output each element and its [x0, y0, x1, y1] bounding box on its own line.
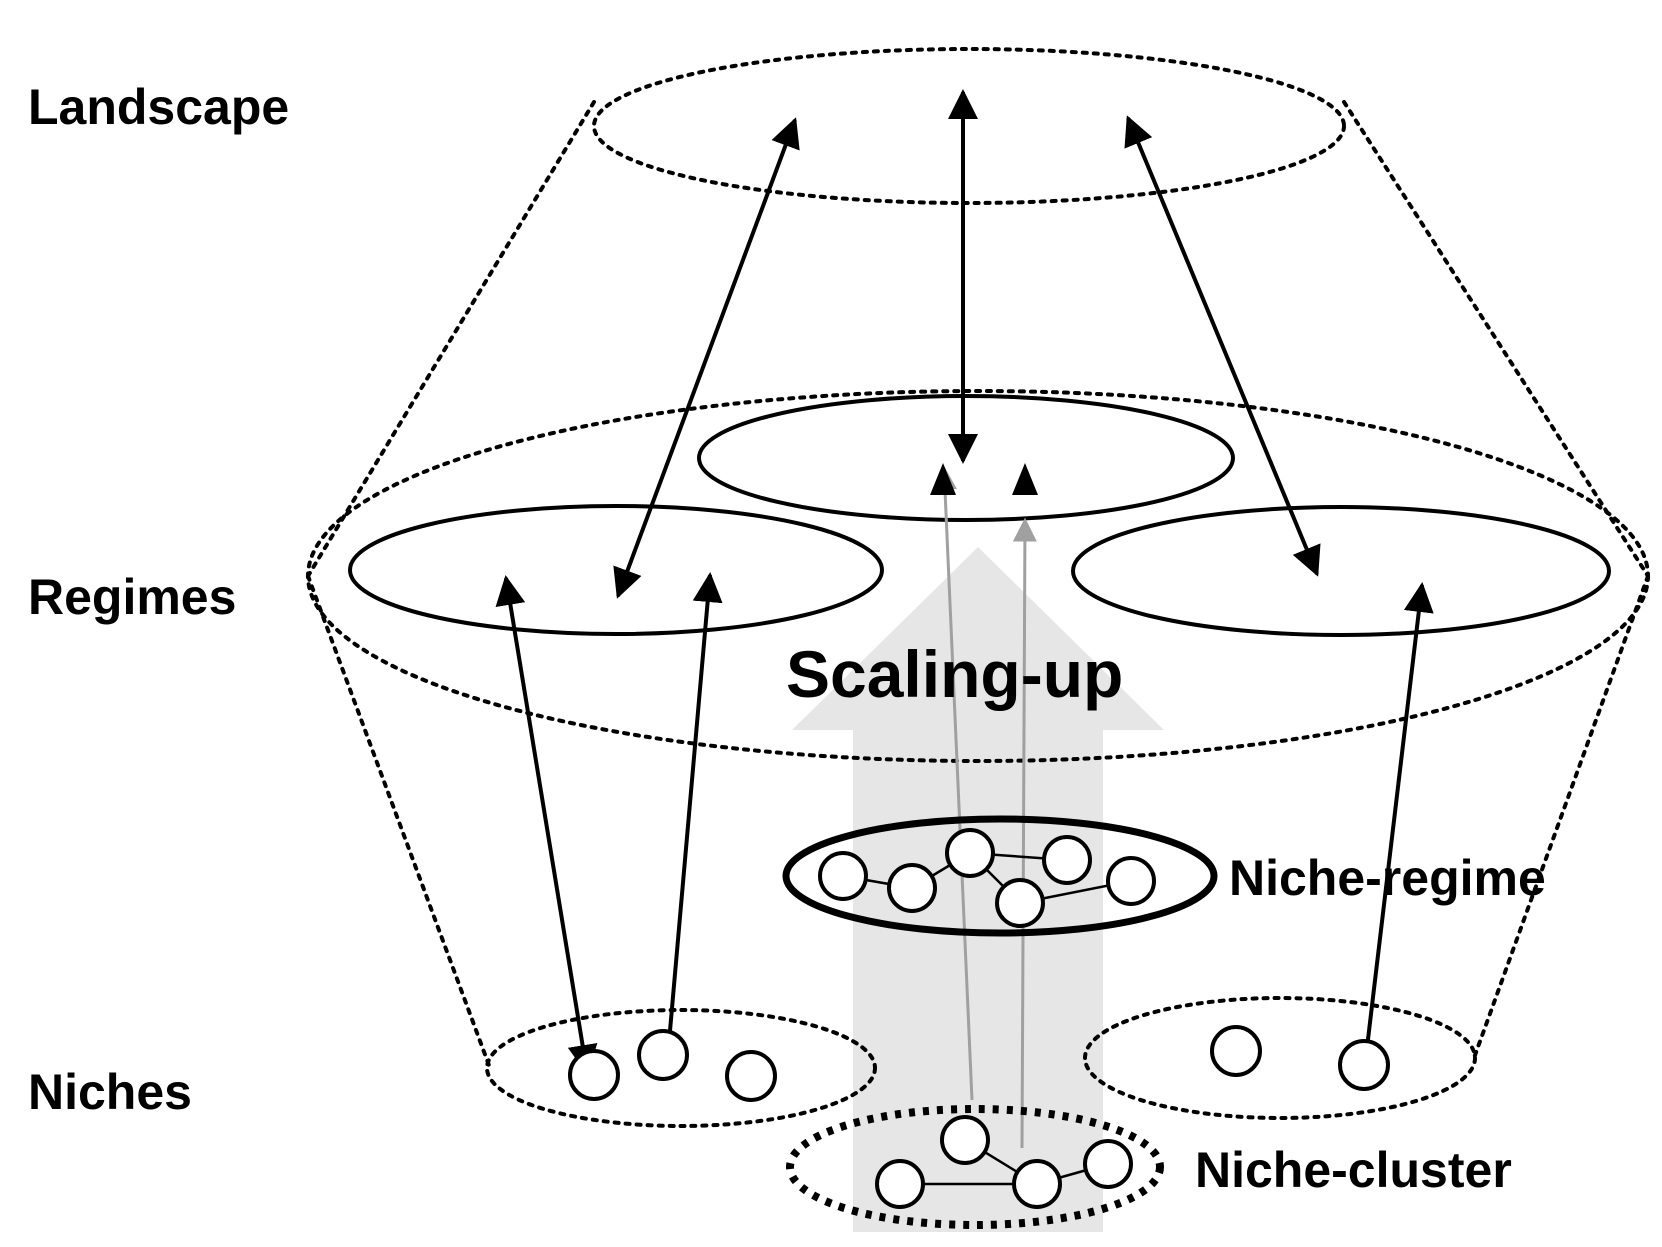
niches-right-ellipse: [1083, 996, 1477, 1120]
arrow-regime-niche-left-2: [654, 572, 723, 1068]
regime-left: [348, 504, 884, 636]
label-regimes: Regimes: [28, 569, 236, 625]
niche-left-1: [568, 1049, 620, 1101]
funnel-edge-bottom-left: [306, 574, 492, 1070]
funnel-edge-top-right: [1342, 100, 1650, 578]
niche-regime: [782, 815, 1218, 937]
label-niches: Niches: [28, 1064, 192, 1120]
label-niche-regime: Niche-regime: [1229, 850, 1546, 906]
niche-circles: [568, 1025, 1390, 1102]
arrow-regime-niche-left-1: [495, 575, 598, 1075]
niche-cluster-nodes: [875, 1115, 1133, 1209]
label-niche-cluster: Niche-cluster: [1195, 1142, 1512, 1198]
tip-right: [1012, 463, 1038, 495]
arrow-landscape-regime-right: [1124, 115, 1321, 577]
niche-regime-nodes: [818, 828, 1156, 928]
grey-arrow-down: [1012, 517, 1037, 1149]
grey-arrow-tips: [930, 463, 1038, 495]
label-landscape: Landscape: [28, 79, 289, 135]
niche-cluster-ellipse: [786, 1105, 1164, 1229]
landscape-regime-arrows: [613, 89, 1321, 599]
label-scaling-up: Scaling-up: [786, 637, 1123, 711]
tip-left: [930, 463, 956, 495]
niche-cluster: [786, 1105, 1164, 1229]
grey-arrows: [932, 465, 1037, 1149]
niche-right-1: [1210, 1025, 1262, 1077]
arrow-landscape-regime-left: [613, 117, 800, 599]
funnel-edge-top-left: [306, 100, 596, 578]
niche-left-3: [725, 1050, 777, 1102]
regime-center: [697, 394, 1235, 522]
arrow-regime-niche-right: [1352, 582, 1434, 1076]
grey-arrow-up: [932, 465, 974, 1101]
funnel-edge-bottom-right: [1472, 574, 1650, 1060]
scaling-up-arrow: [792, 547, 1164, 1232]
regime-right: [1071, 505, 1611, 637]
regime-niche-arrows: [495, 572, 1434, 1076]
niche-regime-ellipse: [782, 815, 1218, 937]
landscape-ellipse: [592, 47, 1346, 205]
niche-right-2: [1338, 1039, 1390, 1091]
niche-left-2: [637, 1029, 689, 1081]
